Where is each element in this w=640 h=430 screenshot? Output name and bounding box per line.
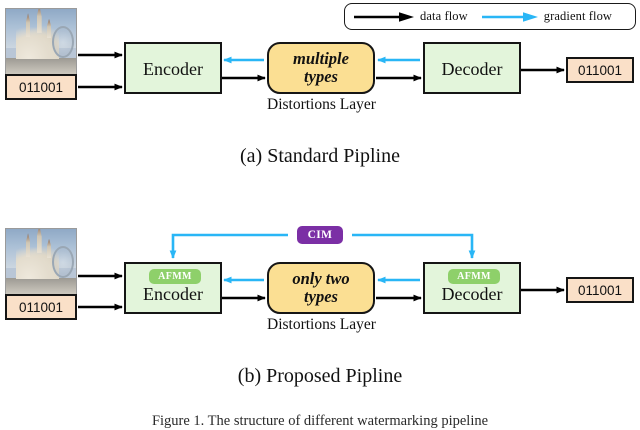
photo-spire [36, 9, 42, 33]
distortions-layer-block: multiple types [267, 42, 375, 94]
panel-b-caption: (b) Proposed Pipline [237, 365, 403, 387]
distortions-layer-caption: Distortions Layer [267, 316, 376, 333]
encoder-afmm-badge: AFMM [149, 269, 201, 284]
input-image-thumbnail [5, 228, 77, 300]
panel-a-caption: (a) Standard Pipline [240, 145, 400, 167]
panel-proposed-pipeline: CIM 011001 Encoder AFMM only two types [0, 190, 640, 390]
panel-standard-pipeline: 011001 Encoder multiple types Distortion… [0, 0, 640, 185]
encoder-label: Encoder [143, 59, 203, 79]
input-bits-box: 011001 [5, 294, 77, 320]
photo-spire [36, 229, 42, 253]
output-bits-box: 011001 [566, 277, 634, 303]
cim-badge: CIM [297, 226, 343, 244]
decoder-label: Decoder [441, 284, 503, 304]
output-bits-value: 011001 [577, 282, 623, 298]
photo-spire [25, 13, 31, 37]
distortion-line-1: only two [292, 268, 350, 288]
distortion-line-2: types [304, 67, 338, 86]
figure-caption: Figure 1. The structure of different wat… [151, 413, 489, 429]
encoder-label: Encoder [143, 284, 203, 304]
decoder-block: Decoder [423, 42, 521, 94]
photo-ferris-wheel [51, 26, 74, 58]
encoder-block: Encoder [124, 42, 222, 94]
legend-label-gradient-flow: gradient flow [543, 9, 613, 23]
legend-label-data-flow: data flow [420, 9, 468, 23]
distortion-line-2: types [304, 287, 338, 306]
distortions-layer-caption: Distortions Layer [267, 96, 376, 113]
black-arrow-icon [354, 11, 414, 22]
photo-spire [46, 238, 52, 259]
encoder-block: Encoder AFMM [124, 262, 222, 314]
decoder-afmm-label: AFMM [457, 270, 491, 282]
input-bits-value: 011001 [18, 299, 64, 315]
photo-spire [46, 18, 52, 39]
output-bits-box: 011001 [566, 57, 634, 83]
input-image-thumbnail [5, 8, 77, 80]
photo-ground [6, 278, 76, 299]
decoder-block: Decoder AFMM [423, 262, 521, 314]
legend-item-gradient-flow: gradient flow [481, 9, 612, 24]
distortion-line-1: multiple [293, 48, 349, 68]
cim-badge-label: CIM [307, 229, 333, 241]
decoder-label: Decoder [441, 59, 503, 79]
output-bits-value: 011001 [577, 62, 623, 78]
cyan-arrow-icon [481, 11, 538, 22]
input-bits-value: 011001 [18, 79, 64, 95]
decoder-afmm-badge: AFMM [448, 269, 500, 284]
legend-box: data flow gradient flow [344, 3, 636, 30]
encoder-afmm-label: AFMM [158, 270, 192, 282]
input-bits-box: 011001 [5, 74, 77, 100]
distortions-layer-block: only two types [267, 262, 375, 314]
photo-ferris-wheel [51, 246, 74, 278]
photo-ground [6, 58, 76, 79]
legend-item-data-flow: data flow [353, 9, 468, 24]
photo-spire [25, 233, 31, 257]
